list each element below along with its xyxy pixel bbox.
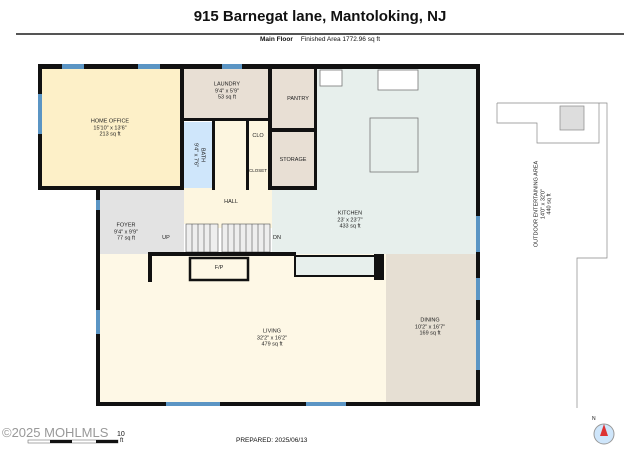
- floor-subtitle: Main Floor Finished Area 1772.96 sq ft: [0, 36, 640, 43]
- stairs-up: [185, 223, 219, 253]
- column: [374, 254, 384, 280]
- scale-label: 10: [117, 431, 125, 438]
- room-pantry: [272, 68, 316, 130]
- prepared-date: PREPARED: 2025/06/13: [236, 437, 308, 444]
- outdoor-area: [496, 102, 608, 408]
- label-fireplace: F/P: [214, 264, 224, 271]
- label-clo: CLO: [252, 132, 264, 139]
- scale-bar: [27, 439, 119, 444]
- scale-unit: ft: [120, 438, 124, 444]
- label-storage: STORAGE: [279, 156, 307, 163]
- sink: [319, 69, 343, 87]
- kitchen-counter: [294, 255, 376, 277]
- watermark: ©2025 MOHLMLS: [2, 425, 109, 440]
- label-up: UP: [162, 234, 170, 241]
- page-title: 915 Barnegat lane, Mantoloking, NJ: [193, 8, 447, 25]
- floor-name: Main Floor: [260, 36, 293, 43]
- label-closet: CLOSET: [248, 167, 268, 173]
- room-home-office: [40, 68, 182, 188]
- room-storage: [272, 132, 316, 188]
- finished-area: Finished Area 1772.96 sq ft: [300, 36, 380, 43]
- room-dining: [386, 254, 478, 402]
- divider: [16, 33, 624, 35]
- room-bath: [184, 122, 214, 188]
- range: [377, 69, 419, 91]
- label-pantry: PANTRY: [287, 95, 309, 102]
- label-dn: DN: [273, 234, 281, 241]
- label-hall: HALL: [224, 198, 238, 205]
- kitchen-island: [369, 117, 419, 173]
- windows: [38, 64, 480, 406]
- compass-north: N: [592, 416, 596, 422]
- room-laundry: [184, 68, 270, 120]
- compass-icon: [593, 423, 615, 445]
- stairs: [185, 223, 271, 253]
- outdoor-stairs: [559, 105, 585, 131]
- fireplace: [188, 256, 250, 282]
- room-hall-lower: [184, 188, 272, 224]
